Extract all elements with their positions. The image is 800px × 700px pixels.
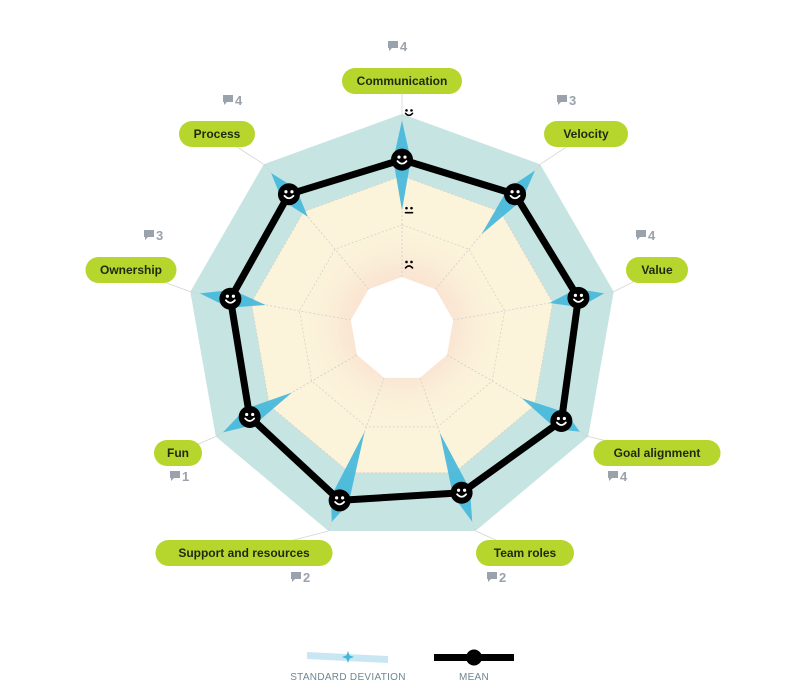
scale-icons	[404, 109, 414, 269]
comment-count-support-and-resources[interactable]: 2	[291, 570, 310, 585]
axis-line	[263, 164, 369, 290]
label-pill	[179, 121, 255, 147]
legend-mean-label: MEAN	[459, 672, 489, 683]
mean-point[interactable]	[391, 148, 413, 171]
category-label-ownership[interactable]: Ownership	[85, 257, 177, 283]
category-label-text: Process	[194, 127, 241, 141]
label-pill	[155, 540, 333, 566]
comment-icon	[487, 572, 497, 582]
comment-icon	[608, 471, 618, 481]
comment-icon	[144, 230, 154, 240]
comment-icon	[291, 572, 301, 582]
comment-count-text: 4	[648, 228, 656, 243]
category-label-text: Velocity	[563, 127, 609, 141]
comment-count-text: 3	[569, 93, 576, 108]
category-label-process[interactable]: Process	[179, 121, 255, 147]
category-label-text: Communication	[357, 74, 448, 88]
category-label-text: Value	[641, 263, 673, 277]
grid-ring-1	[298, 224, 506, 428]
mean-line	[226, 156, 582, 504]
comment-count-text: 4	[235, 93, 243, 108]
comment-count-text: 2	[303, 570, 310, 585]
category-label-team-roles[interactable]: Team roles	[476, 540, 574, 566]
mean-dot-icon	[466, 649, 482, 666]
category-label-velocity[interactable]: Velocity	[544, 121, 628, 147]
category-label-value[interactable]: Value	[626, 257, 688, 283]
comment-count-process[interactable]: 4	[223, 93, 243, 108]
mean-point[interactable]	[328, 489, 351, 512]
mean-point[interactable]	[504, 183, 527, 206]
comment-count-fun[interactable]: 1	[170, 469, 189, 484]
label-pill	[544, 121, 628, 147]
happy-face-icon	[404, 109, 414, 117]
legend: STANDARD DEVIATION MEAN	[290, 649, 514, 684]
category-label-communication[interactable]: Communication	[342, 68, 462, 94]
mean-point[interactable]	[238, 405, 261, 428]
category-label-fun[interactable]: Fun	[154, 440, 202, 466]
grid-ring-0	[250, 175, 554, 474]
legend-std-deviation[interactable]: STANDARD DEVIATION	[290, 651, 406, 683]
category-label-text: Goal alignment	[614, 446, 701, 460]
comment-icon	[636, 230, 646, 240]
comment-icon	[388, 41, 398, 51]
mean-point[interactable]	[567, 286, 590, 309]
std-deviation-star-icon	[342, 651, 354, 663]
comment-count-ownership[interactable]: 3	[144, 228, 163, 243]
mean-point[interactable]	[219, 287, 242, 310]
comment-icon	[170, 471, 180, 481]
mean-point[interactable]	[277, 183, 300, 206]
category-label-text: Fun	[167, 446, 189, 460]
comment-count-value[interactable]: 4	[636, 228, 656, 243]
comment-icon	[557, 95, 567, 105]
axis-line	[446, 354, 589, 437]
label-pill	[342, 68, 462, 94]
center-hole	[350, 277, 454, 378]
category-label-goal-alignment[interactable]: Goal alignment	[593, 440, 721, 466]
comment-count-goal-alignment[interactable]: 4	[608, 469, 628, 484]
category-label-text: Team roles	[494, 546, 557, 560]
category-label-support-and-resources[interactable]: Support and resources	[155, 540, 333, 566]
mean-point[interactable]	[450, 481, 473, 504]
label-pill	[626, 257, 688, 283]
mean-layer	[219, 148, 590, 512]
label-pill	[154, 440, 202, 466]
comment-count-velocity[interactable]: 3	[557, 93, 576, 108]
neutral-face-icon	[404, 206, 414, 214]
label-pill	[593, 440, 721, 466]
comment-count-communication[interactable]: 4	[388, 39, 408, 54]
comment-icon	[223, 95, 233, 105]
axis-line	[453, 291, 614, 321]
category-label-text: Support and resources	[178, 546, 310, 560]
sad-face-icon	[404, 260, 414, 269]
comment-count-team-roles[interactable]: 2	[487, 570, 506, 585]
label-pill	[476, 540, 574, 566]
mean-point[interactable]	[550, 410, 573, 433]
background-bands	[190, 114, 614, 532]
axis-line	[190, 291, 351, 321]
comment-count-text: 3	[156, 228, 163, 243]
comment-count-text: 4	[400, 39, 408, 54]
comment-count-text: 2	[499, 570, 506, 585]
comment-count-text: 1	[182, 469, 189, 484]
label-pill	[85, 257, 177, 283]
category-label-text: Ownership	[100, 263, 162, 277]
legend-std-deviation-label: STANDARD DEVIATION	[290, 672, 406, 683]
comment-count-text: 4	[620, 469, 628, 484]
legend-mean[interactable]: MEAN	[434, 649, 514, 684]
